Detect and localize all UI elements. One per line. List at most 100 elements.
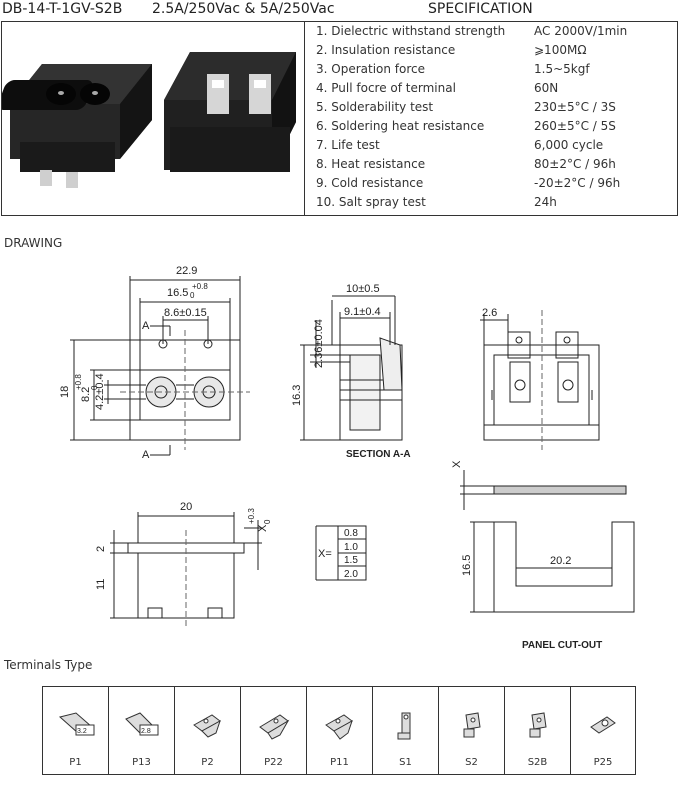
spec-row: 2. Insulation resistance ⩾100MΩ (306, 41, 678, 60)
dim-front-inner: 16.5 (167, 287, 188, 299)
terminal-label: S2 (465, 757, 478, 768)
spec-value: AC 2000V/1min (534, 24, 628, 38)
spec-value: 1.5~5kgf (534, 62, 590, 76)
bottom-view (110, 512, 262, 628)
drawing-svg: 22.9 16.5 +0.8 0 8.6±0.15 A A 18 8.2 +0.… (59, 265, 635, 651)
dim-bottom-width: 20 (180, 501, 192, 513)
x-table-label: X= (318, 548, 332, 560)
x-table-value: 1.0 (344, 542, 358, 553)
terminal-p11-icon (324, 714, 353, 740)
terminal-label: P13 (132, 757, 151, 768)
rating: 2.5A/250Vac & 5A/250Vac (152, 1, 335, 17)
dim-bottom-body: 11 (95, 579, 107, 590)
dim-rear-offset: 2.6 (482, 307, 497, 319)
spec-label: 8. Heat resistance (316, 157, 426, 171)
terminal-label: P22 (264, 757, 283, 768)
dim-bottom-x-tol-bot: 0 (263, 519, 272, 524)
section-caption: SECTION A-A (346, 449, 411, 460)
dim-side-d1: 10±0.5 (346, 283, 380, 295)
terminal-p22-icon (258, 714, 289, 740)
spec-row: 9. Cold resistance-20±2°C / 96h (306, 174, 678, 193)
terminals-heading: Terminals Type (4, 658, 93, 672)
terminal-s1-icon (397, 712, 410, 740)
spec-row: 5. Solderability test 230±5°C / 3S (306, 98, 678, 117)
dim-front-pin-gap: 4.2±0.4 (94, 373, 106, 410)
dim-side-height: 16.3 (291, 385, 303, 406)
svg-text:3.2: 3.2 (77, 728, 87, 735)
spec-row: 10. Salt spray test 24h (306, 193, 678, 212)
dim-front-width: 22.9 (176, 265, 197, 277)
spec-row: 1. Dielectric withstand strength AC 2000V… (306, 22, 678, 41)
terminal-label: P2 (201, 757, 214, 768)
terminal-cell-p13: 2.8 P13 (109, 687, 175, 774)
product-photo (0, 22, 305, 215)
spec-label: 5. Solderability test (316, 100, 434, 114)
panel-width: 20.2 (550, 555, 571, 567)
spec-label: 2. Insulation resistance (316, 43, 456, 57)
dim-front-slot-tol-top: +0.8 (74, 374, 83, 390)
header: DB-14-T-1GV-S2B 2.5A/250Vac & 5A/250Vac … (0, 0, 680, 20)
terminal-label: S2B (527, 757, 548, 768)
spec-label: 4. Pull focre of terminal (316, 81, 456, 95)
terminal-cell-p1: 3.2 P1 (43, 687, 109, 774)
dim-bottom-x-tol-top: +0.3 (247, 508, 256, 524)
spec-table: 1. Dielectric withstand strength AC 2000V… (0, 21, 678, 216)
x-table (315, 525, 367, 581)
spec-row: 8. Heat resistance 80±2°C / 96h (306, 155, 678, 174)
spec-value: ⩾100MΩ (534, 43, 587, 57)
x-table-value: 2.0 (344, 569, 358, 580)
terminal-label: P1 (69, 757, 82, 768)
dim-front-inner-tol-bot: 0 (190, 291, 195, 300)
dim-front-slot: 8.2 (80, 387, 92, 402)
product-photo-image (0, 52, 296, 188)
dim-front-inner-tol-top: +0.8 (192, 282, 208, 291)
spec-heading: SPECIFICATION (428, 1, 533, 17)
terminal-s2-icon (463, 712, 481, 738)
dim-front-slot-tol-bot: 0 (90, 385, 99, 390)
spec-value: -20±2°C / 96h (534, 176, 621, 190)
dim-front-pin-pitch: 8.6±0.15 (164, 307, 207, 319)
spec-label: 7. Life test (316, 138, 380, 152)
section-mark-bottom: A (142, 449, 150, 461)
drawing-heading: DRAWING (4, 236, 63, 250)
terminal-cell-p22: P22 (241, 687, 307, 774)
panel-height: 16.5 (461, 555, 473, 576)
terminal-cell-s2: S2 (439, 687, 505, 774)
panel-x-label: X (451, 460, 463, 468)
spec-label: 10. Salt spray test (316, 195, 426, 209)
terminal-label: P11 (330, 757, 349, 768)
terminals-table: 3.2 P1 2.8 P13 P2 P22 P11 S1 S2 S2B P25 (42, 686, 636, 775)
technical-drawing: 22.9 16.5 +0.8 0 8.6±0.15 A A 18 8.2 +0.… (0, 250, 680, 660)
terminal-p25-icon (590, 716, 616, 734)
spec-value: 260±5°C / 5S (534, 119, 616, 133)
x-table-value: 0.8 (344, 528, 358, 539)
dim-front-height: 18 (59, 386, 71, 398)
dim-side-d3: 2.36±0.04 (313, 319, 325, 368)
socket-front-image (0, 64, 152, 188)
front-view (70, 276, 250, 456)
spec-value: 24h (534, 195, 557, 209)
terminal-cell-s2b: S2B (505, 687, 571, 774)
terminal-p1-icon: 3.2 (58, 712, 94, 736)
svg-text:2.8: 2.8 (141, 728, 151, 735)
dim-side-d2: 9.1±0.4 (344, 306, 381, 318)
panel-caption: PANEL CUT-OUT (522, 640, 602, 651)
spec-label: 1. Dielectric withstand strength (316, 24, 506, 38)
terminal-cell-p2: P2 (175, 687, 241, 774)
dim-bottom-x: X (257, 524, 269, 532)
spec-list: 1. Dielectric withstand strength AC 2000V… (306, 22, 678, 215)
section-mark-top: A (142, 320, 150, 332)
spec-value: 80±2°C / 96h (534, 157, 616, 171)
dim-bottom-top: 2 (95, 546, 107, 552)
terminal-cell-p11: P11 (307, 687, 373, 774)
model-name: DB-14-T-1GV-S2B (2, 1, 123, 17)
spec-value: 6,000 cycle (534, 138, 604, 152)
spec-value: 230±5°C / 3S (534, 100, 616, 114)
terminal-label: S1 (399, 757, 412, 768)
x-table-value: 1.5 (344, 555, 358, 566)
terminal-s2b-icon (529, 712, 547, 738)
terminal-cell-s1: S1 (373, 687, 439, 774)
